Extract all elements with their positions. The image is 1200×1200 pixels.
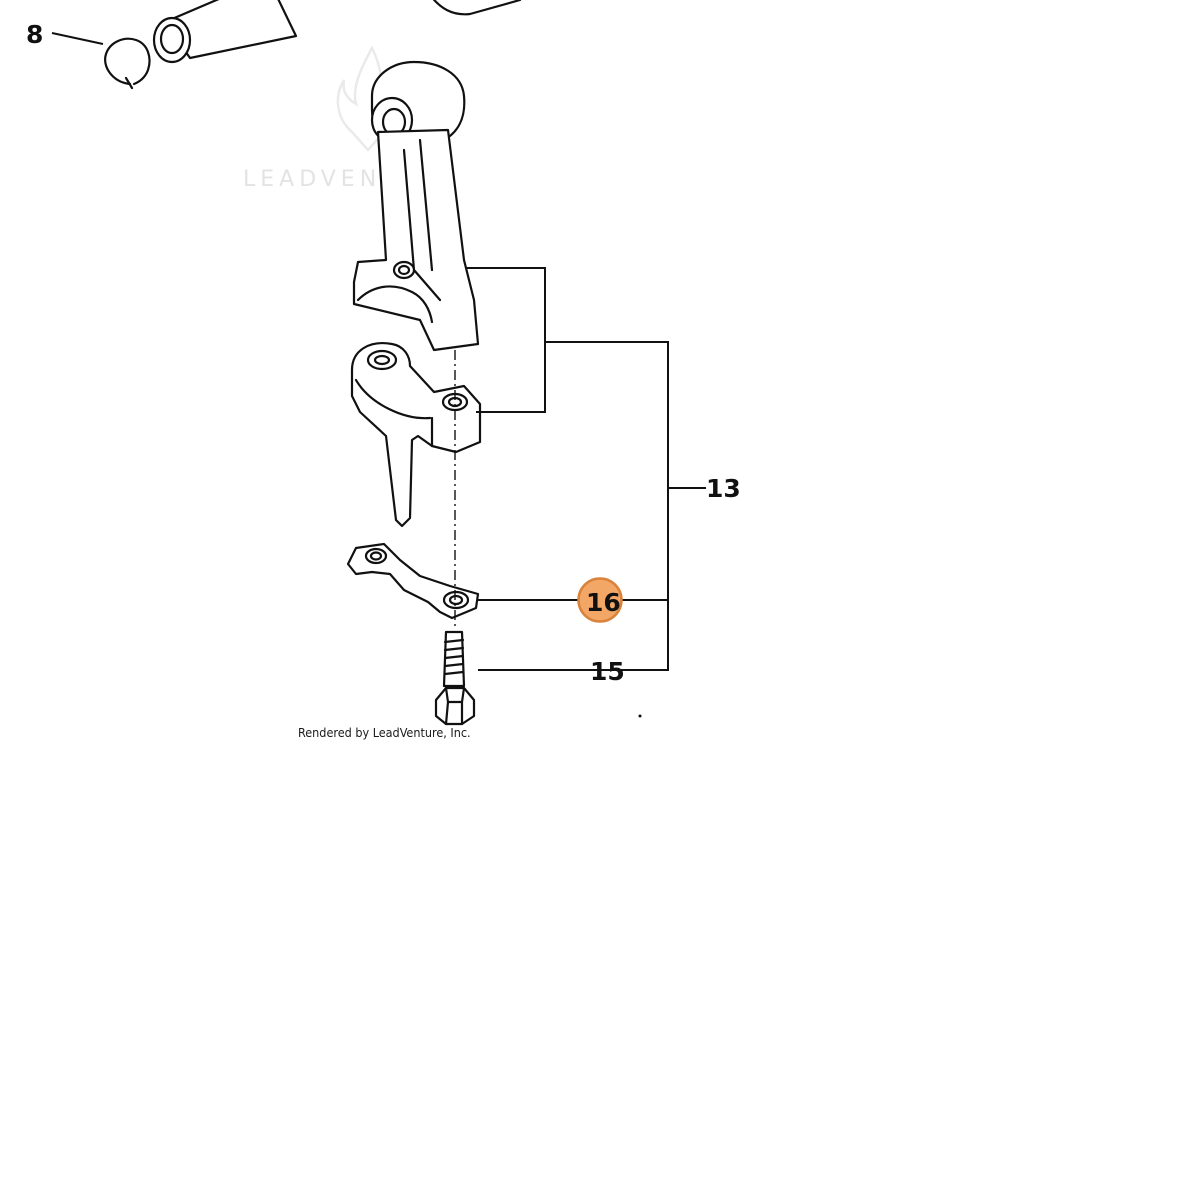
stray-dot xyxy=(638,714,642,718)
connecting-rod-cap xyxy=(350,342,482,528)
callout-15: 15 xyxy=(590,657,625,686)
callout-16-highlight[interactable] xyxy=(577,577,623,623)
callout-brackets xyxy=(466,267,706,671)
connecting-rod xyxy=(352,60,480,352)
callout-16[interactable]: 16 xyxy=(586,588,621,617)
part-8-piston-pin-and-circlip xyxy=(51,0,522,90)
connecting-rod-bolt xyxy=(434,630,476,726)
lock-plate xyxy=(346,542,480,620)
callout-8: 8 xyxy=(26,20,43,49)
callout-13: 13 xyxy=(706,474,741,503)
render-credit: Rendered by LeadVenture, Inc. xyxy=(298,725,471,740)
